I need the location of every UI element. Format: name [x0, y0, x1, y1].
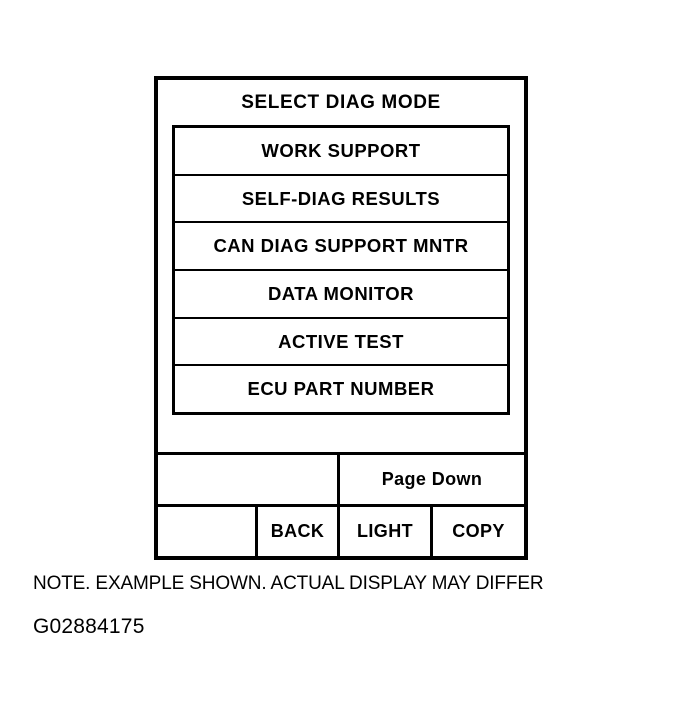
screen-title: SELECT DIAG MODE [241, 91, 441, 113]
menu-item-ecu-part-number[interactable]: ECU PART NUMBER [175, 366, 507, 413]
menu-item-can-diag-support-mntr[interactable]: CAN DIAG SUPPORT MNTR [175, 223, 507, 272]
softkey-label: LIGHT [357, 521, 413, 541]
softkey-label: COPY [452, 521, 505, 541]
softkey-label: Page Down [381, 469, 483, 489]
menu-item-label: WORK SUPPORT [261, 139, 421, 161]
menu-item-active-test[interactable]: ACTIVE TEST [175, 318, 507, 367]
menu-item-label: ECU PART NUMBER [247, 378, 435, 400]
softkey-button-grid: Page Down BACK LIGHT COPY [158, 452, 524, 556]
menu-item-work-support[interactable]: WORK SUPPORT [175, 128, 507, 176]
menu-item-data-monitor[interactable]: DATA MONITOR [175, 271, 507, 319]
menu-item-label: SELF-DIAG RESULTS [241, 187, 441, 209]
softkey-back[interactable]: BACK [258, 507, 340, 556]
menu-item-label: CAN DIAG SUPPORT MNTR [213, 235, 469, 257]
diag-mode-menu-list: WORK SUPPORT SELF-DIAG RESULTS CAN DIAG … [172, 125, 510, 415]
note-caption: NOTE. EXAMPLE SHOWN. ACTUAL DISPLAY MAY … [33, 573, 544, 594]
scan-tool-display-frame: SELECT DIAG MODE WORK SUPPORT SELF-DIAG … [154, 76, 528, 560]
softkey-copy[interactable]: COPY [433, 507, 524, 556]
menu-item-label: ACTIVE TEST [278, 330, 404, 352]
menu-item-self-diag-results[interactable]: SELF-DIAG RESULTS [175, 175, 507, 224]
softkey-label: BACK [270, 521, 325, 541]
softkey-row-upper: Page Down [158, 455, 524, 507]
softkey-row-lower: BACK LIGHT COPY [158, 507, 524, 556]
softkey-blank-lower [158, 507, 258, 556]
softkey-page-down[interactable]: Page Down [340, 455, 524, 504]
softkey-blank-upper [158, 455, 340, 504]
softkey-light[interactable]: LIGHT [340, 507, 433, 556]
menu-item-label: DATA MONITOR [267, 282, 415, 304]
figure-id-label: G02884175 [33, 615, 145, 638]
screen-blank-area [158, 415, 524, 452]
